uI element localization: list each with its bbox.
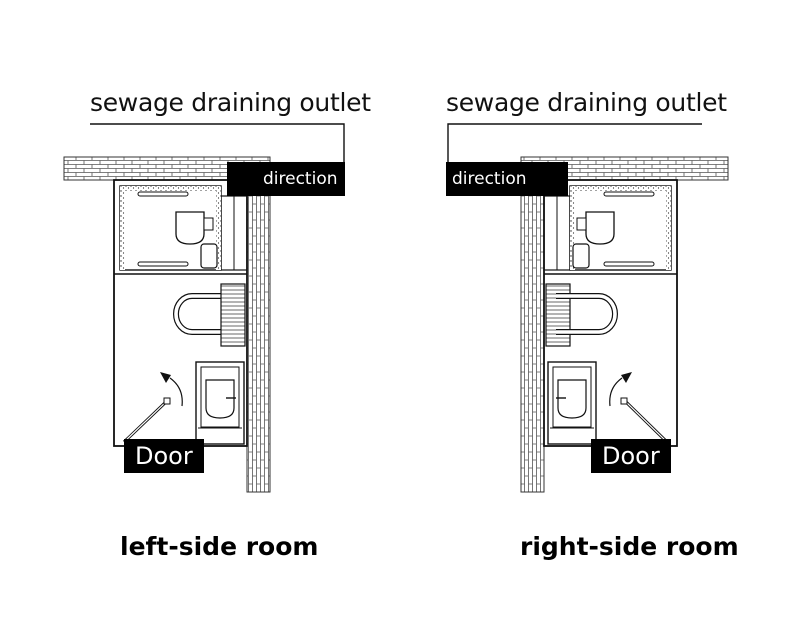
left-plan [63,123,345,493]
sink-icon [547,361,597,445]
outlet-leader-line [90,123,345,162]
shelf-rack [220,283,246,347]
door-swing-icon [122,372,183,444]
grab-bar-icon [556,293,618,335]
room-caption: left-side room [120,532,319,561]
door-label: Door [124,439,204,473]
toilet-icon [175,211,218,269]
direction-label-text: direction [452,169,527,189]
direction-label: direction [446,162,568,196]
grab-bar-icon [173,293,235,335]
room-caption: right-side room [520,532,739,561]
side-brick-wall [520,179,545,493]
outlet-label: sewage draining outlet [446,88,727,117]
direction-label: direction [227,162,345,196]
sink-icon [195,361,245,445]
side-brick-wall [246,179,271,493]
toilet-icon [572,211,615,269]
door-swing-icon [609,372,669,444]
door-label: Door [591,439,671,473]
outlet-label: sewage draining outlet [90,88,371,117]
direction-label-text: direction [263,169,338,189]
outlet-leader-line [447,123,702,162]
